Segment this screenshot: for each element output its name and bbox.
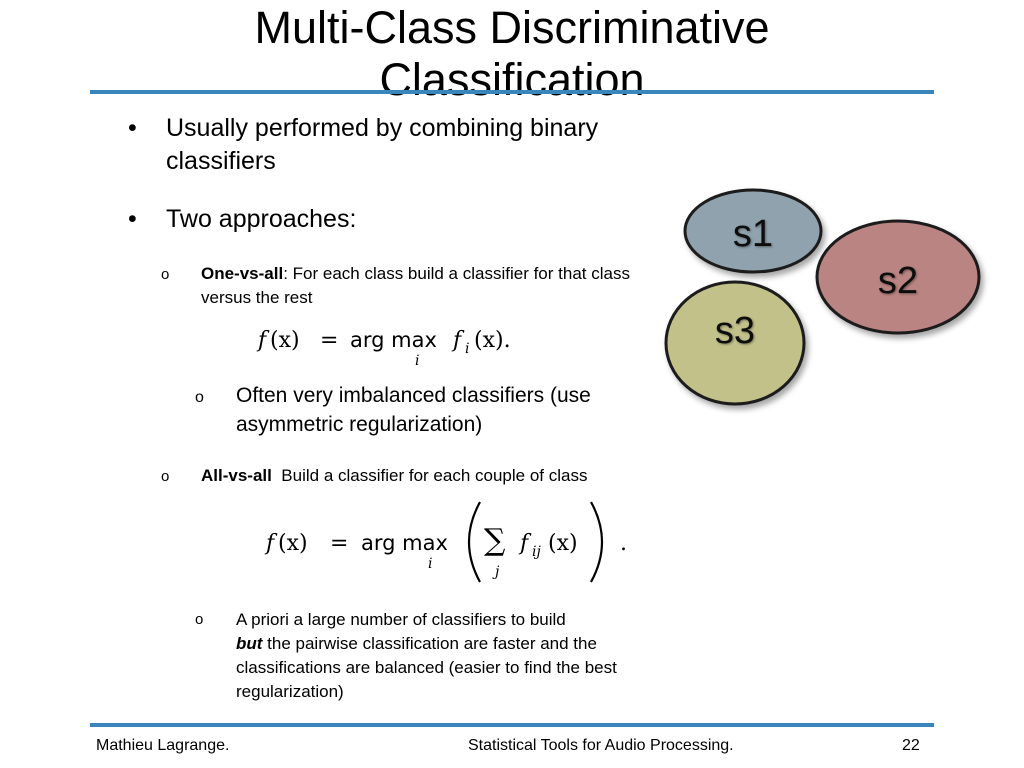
one-vs-all-description: : For each class build a classifier for … xyxy=(201,264,630,307)
footer-divider xyxy=(90,723,934,727)
ellipse-s3-label: s3 xyxy=(715,310,755,352)
sub-bullet-mark: o xyxy=(195,389,204,406)
formula-argmax-subscript: i xyxy=(415,353,419,369)
formula-equals: = xyxy=(320,328,338,353)
ellipse-s1-shape xyxy=(683,188,823,274)
class-ellipses-diagram: s2 s1 s3 xyxy=(664,188,981,406)
formula-x: (x) xyxy=(278,531,308,556)
a-priori-but: but xyxy=(236,634,263,653)
bullet-mark: • xyxy=(128,114,137,142)
left-paren xyxy=(467,501,481,583)
formula-argmax-subscript: i xyxy=(428,556,432,572)
formula-fi: f xyxy=(451,328,465,353)
sub-bullet-mark: o xyxy=(195,611,204,628)
ellipse-s1-label: s1 xyxy=(733,213,773,255)
all-vs-all-label: All-vs-all xyxy=(201,466,272,485)
slide-title-line-2: Classification xyxy=(379,54,645,105)
slide-title: Multi-Class Discriminative Classificatio… xyxy=(0,2,1024,106)
ellipse-s1: s1 xyxy=(683,188,823,274)
one-vs-all-label: One-vs-all xyxy=(201,264,284,283)
formula-period: . xyxy=(620,531,627,556)
formula-fij: f xyxy=(518,531,532,556)
footer-page-number: 22 xyxy=(902,737,920,754)
formula-f: f xyxy=(264,531,278,556)
formula-equals: = xyxy=(330,531,348,556)
sub-bullet-mark: o xyxy=(161,468,170,485)
footer-author: Mathieu Lagrange. xyxy=(96,737,230,754)
footer-course: Statistical Tools for Audio Processing. xyxy=(468,737,734,754)
all-vs-all-description: Build a classifier for each couple of cl… xyxy=(271,466,588,485)
one-vs-all-text: One-vs-all: For each class build a class… xyxy=(201,262,671,310)
a-priori-text: A priori a large number of classifiers t… xyxy=(236,608,671,704)
bullet-mark: • xyxy=(128,205,137,233)
title-divider xyxy=(90,90,934,94)
a-priori-line-1: A priori a large number of classifiers t… xyxy=(236,610,566,629)
ellipse-s2-label: s2 xyxy=(878,260,918,302)
formula-all-vs-all: f (x) = arg max i ∑ j f ij (x) . xyxy=(264,501,627,583)
all-vs-all-text: All-vs-all Build a classifier for each c… xyxy=(201,464,681,488)
ellipse-s2-shape xyxy=(815,219,981,335)
a-priori-rest: the pairwise classification are faster a… xyxy=(236,634,617,701)
ellipse-s3-shape xyxy=(664,280,806,406)
formula-fij-subscript: ij xyxy=(532,544,541,560)
bullet-text: Usually performed by combining binary cl… xyxy=(166,114,599,175)
formula-argmax: arg max xyxy=(350,328,437,352)
formula-x2: (x). xyxy=(474,328,511,353)
ellipse-s3: s3 xyxy=(664,280,806,406)
slide-title-line-1: Multi-Class Discriminative xyxy=(254,2,770,53)
formula-fi-subscript: i xyxy=(465,341,469,357)
formula-sum-subscript: j xyxy=(492,564,500,580)
bullet-text: Two approaches: xyxy=(166,205,357,233)
formula-argmax: arg max xyxy=(361,531,448,555)
formula-one-vs-all: f (x) = arg max i f i (x). xyxy=(256,328,511,369)
formula-x2: (x) xyxy=(548,531,578,556)
right-paren xyxy=(590,501,604,583)
formula-f: f xyxy=(256,328,270,353)
ellipse-s2: s2 xyxy=(815,219,981,335)
formula-x: (x) xyxy=(270,328,300,353)
sub-bullet-mark: o xyxy=(161,266,170,283)
formula-sum: ∑ xyxy=(484,523,506,558)
imbalanced-text: Often very imbalanced classifiers (use a… xyxy=(236,384,591,436)
